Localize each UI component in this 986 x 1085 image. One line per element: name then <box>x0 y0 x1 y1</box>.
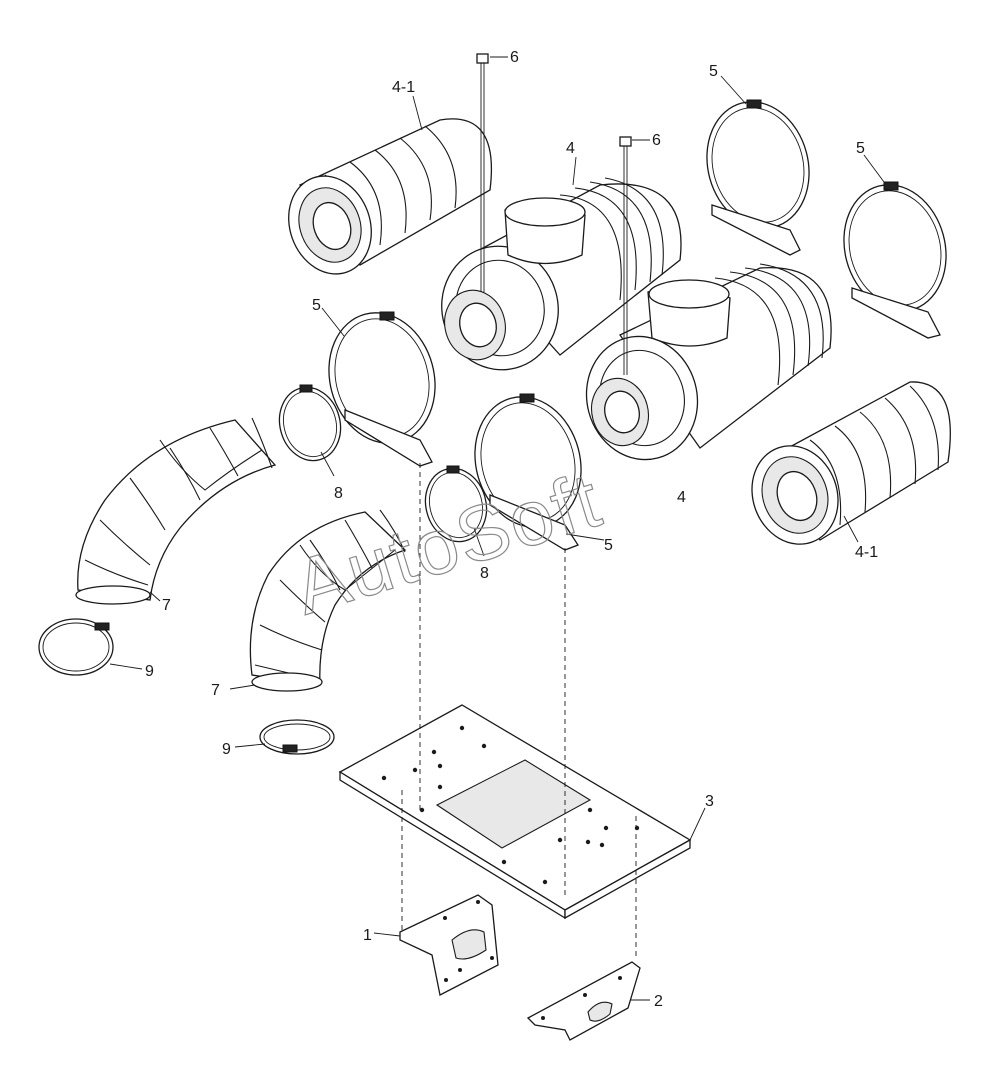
callout-labels: 4-1 6 4 6 5 5 5 8 4 5 8 4-1 7 9 7 9 3 1 … <box>145 49 878 1010</box>
callout-9-lower: 9 <box>222 741 231 758</box>
callout-3: 3 <box>705 793 714 810</box>
callout-1: 1 <box>363 927 372 944</box>
callout-7-lower: 7 <box>211 682 220 699</box>
leader-lines <box>109 56 885 1001</box>
bracket-1 <box>399 894 499 996</box>
intake-hoses <box>75 417 407 692</box>
hose-clamps-8 <box>278 384 488 543</box>
bracket-2 <box>526 961 641 1041</box>
mounting-bands <box>328 99 947 551</box>
filter-housing-lower <box>585 263 832 461</box>
callout-5-top-right: 5 <box>856 140 865 157</box>
callout-4-1-lower: 4-1 <box>855 544 878 561</box>
callout-8-upper: 8 <box>334 485 343 502</box>
callout-4-lower: 4 <box>677 489 686 506</box>
assembly-guide-lines <box>401 463 637 960</box>
callout-6-lower: 6 <box>652 132 661 149</box>
filter-element-lower <box>751 381 951 545</box>
callout-5-top-middle: 5 <box>709 63 718 80</box>
callout-8-lower: 8 <box>480 565 489 582</box>
callout-7-upper: 7 <box>162 597 171 614</box>
callout-9-upper: 9 <box>145 663 154 680</box>
mounting-rods <box>476 53 632 375</box>
base-plate <box>338 704 692 920</box>
callout-5-center: 5 <box>604 537 613 554</box>
hose-clamps-9 <box>38 618 335 755</box>
callout-4-1-upper: 4-1 <box>392 79 415 96</box>
callout-4-upper: 4 <box>566 140 575 157</box>
callout-2: 2 <box>654 993 663 1010</box>
callout-6-upper: 6 <box>510 49 519 66</box>
filter-housing-upper <box>441 177 682 371</box>
callout-5-left: 5 <box>312 297 321 314</box>
filter-element-upper <box>288 118 493 275</box>
